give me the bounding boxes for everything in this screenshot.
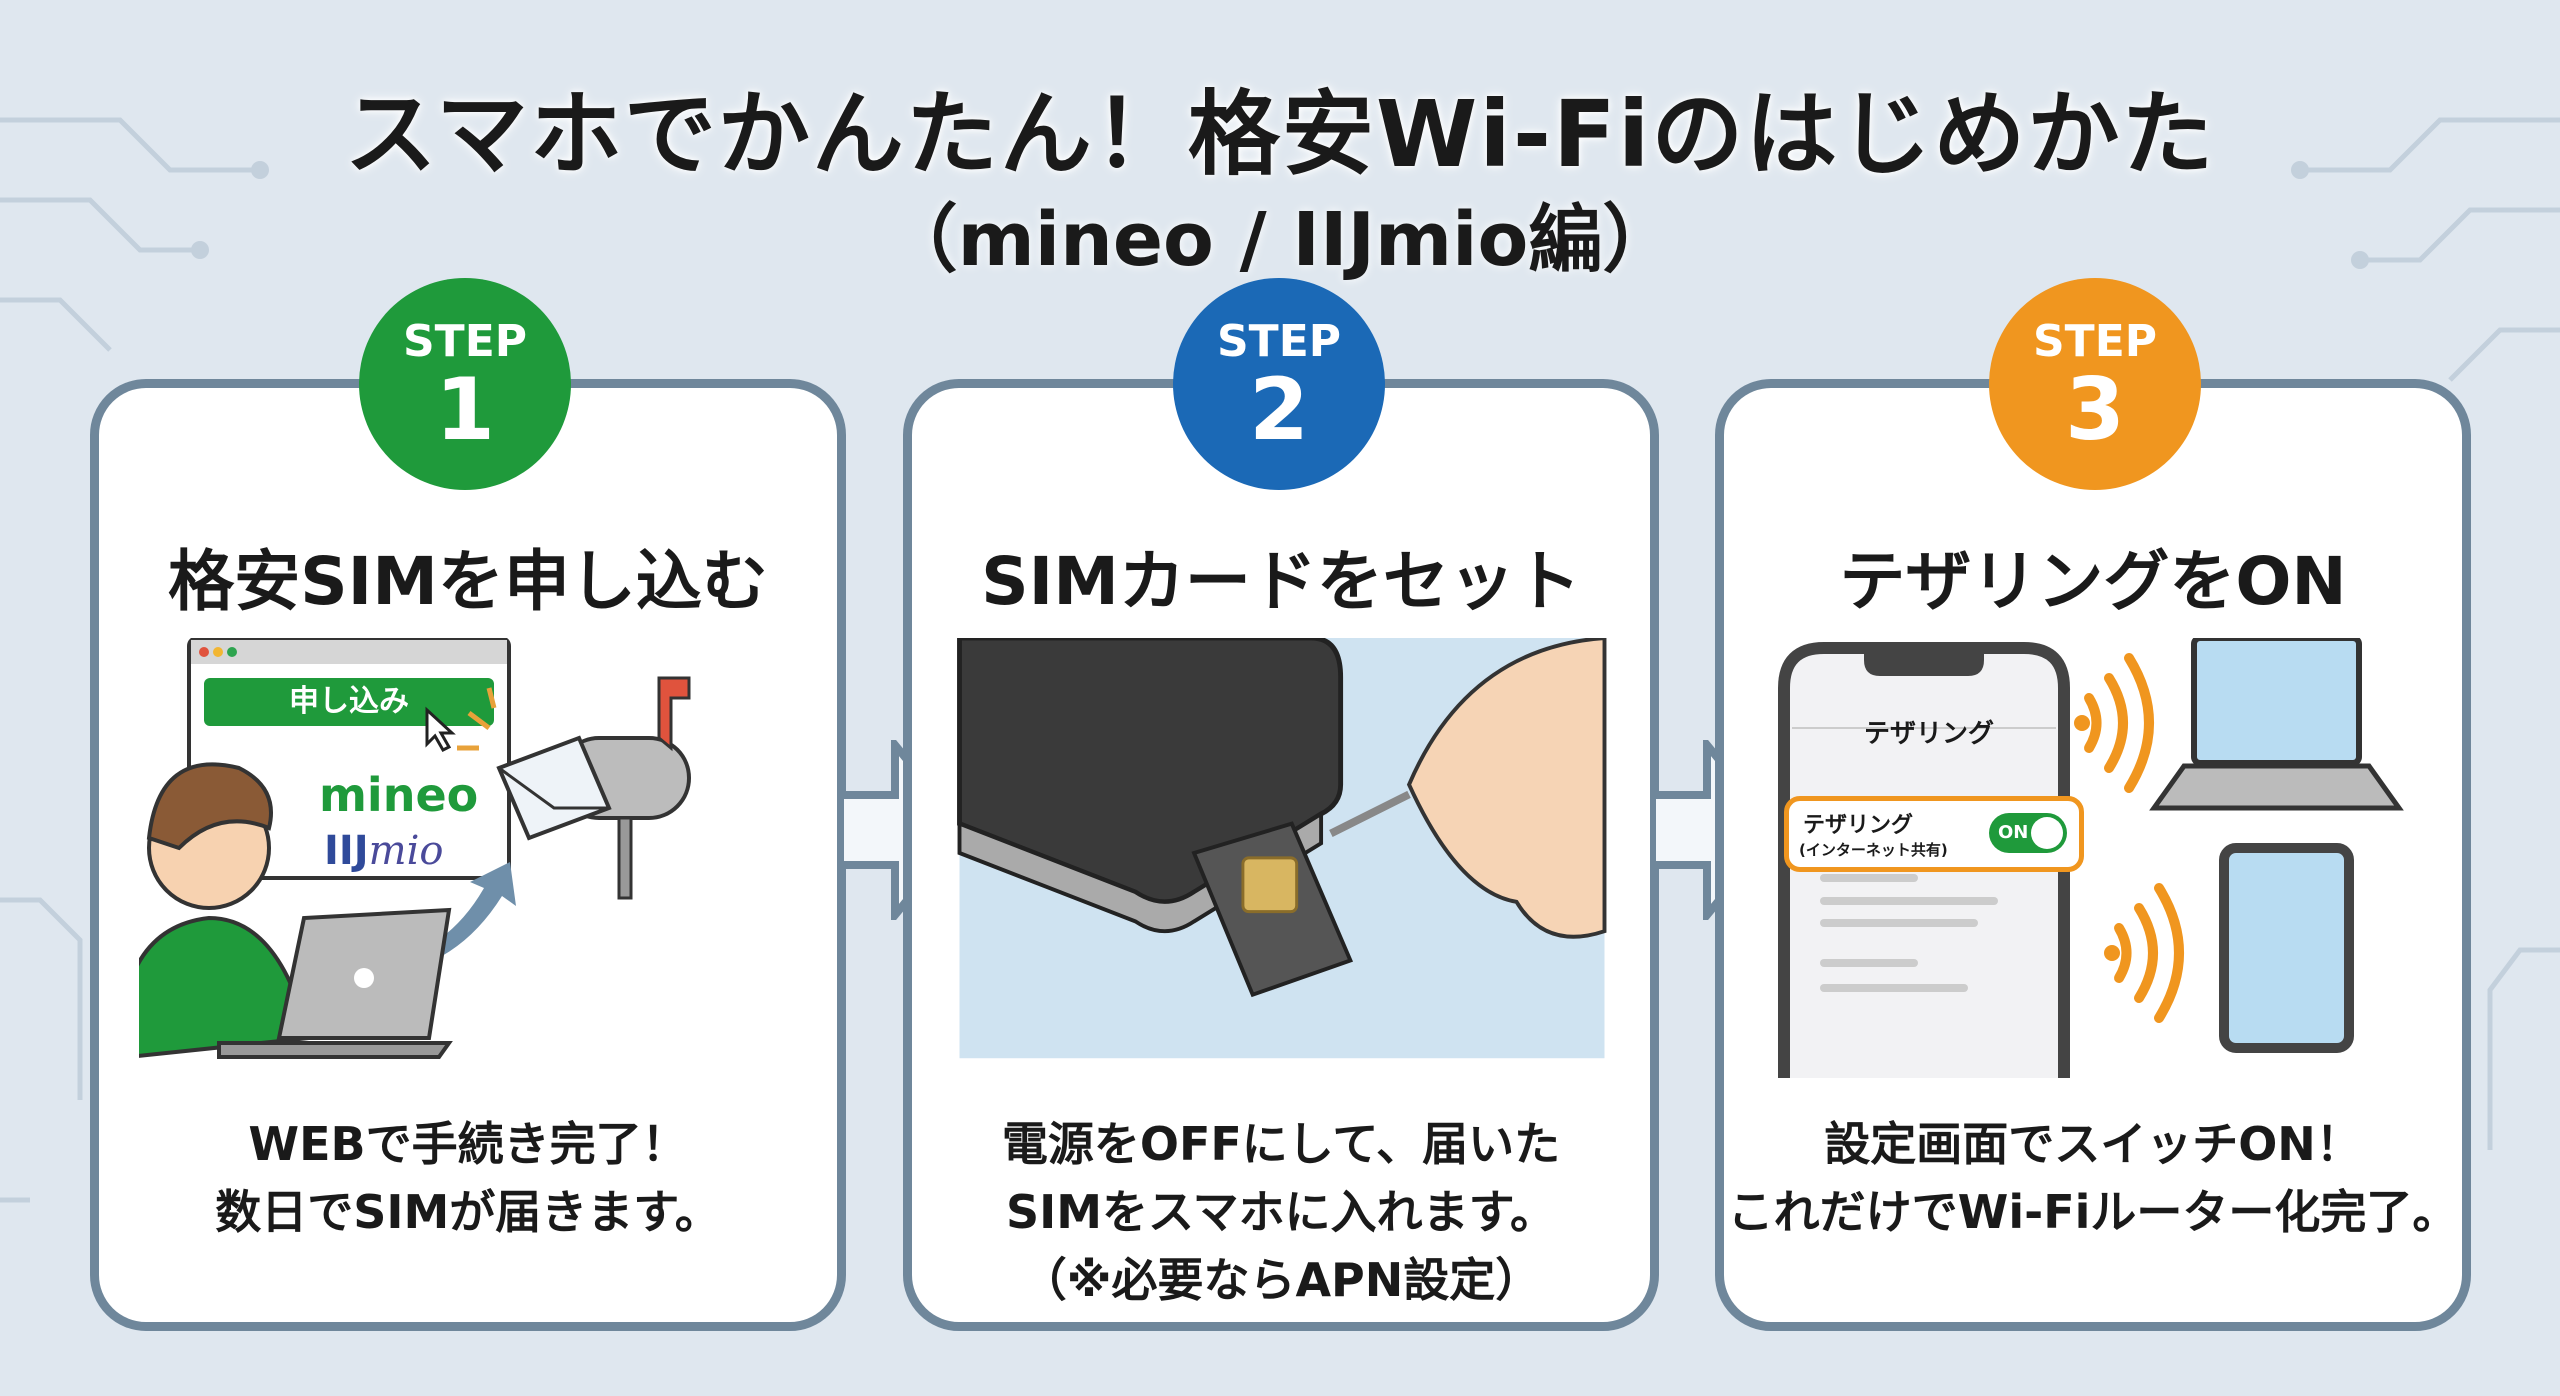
step-3-description: 設定画面でスイッチON！ これだけでWi-Fiルーター化完了。 (1724, 1110, 2462, 1246)
step-1-title: 格安SIMを申し込む (168, 543, 768, 620)
desc-line: 設定画面でスイッチON！ (1824, 1117, 2362, 1171)
step-2-description: 電源をOFFにして、届いた SIMをスマホに入れます。 （※必要ならAPN設定） (912, 1110, 1650, 1314)
step-3-card: テザリングをON テザリング テザリング (インターネット共有) ON 設定画面… (1715, 379, 2471, 1331)
desc-line: 電源をOFFにして、届いた (1001, 1117, 1561, 1171)
mio-text: mio (368, 828, 444, 874)
desc-line: 数日でSIMが届きます。 (215, 1185, 721, 1239)
step-2-title: SIMカードをセット (981, 543, 1581, 620)
desc-line: （※必要ならAPN設定） (1020, 1253, 1542, 1307)
sim-insert-illustration (957, 638, 1607, 1059)
apply-online-illustration (139, 638, 691, 1059)
page-title: スマホでかんたん！格安Wi-Fiのはじめかた (344, 81, 2216, 188)
step-number: 2 (1249, 360, 1309, 460)
screen-title: テザリング (1864, 719, 1995, 749)
step-2-badge: STEP 2 (1173, 278, 1385, 490)
iijmio-logo: IIJmio (324, 828, 443, 874)
mineo-logo: mineo (319, 768, 479, 822)
step-1-card: 格安SIMを申し込む 申し込み mineo IIJmio WEBで手続き完了！ … (90, 379, 846, 1331)
step-1-description: WEBで手続き完了！ 数日でSIMが届きます。 (99, 1110, 837, 1246)
step-1-badge: STEP 1 (359, 278, 571, 490)
desc-line: SIMをスマホに入れます。 (1005, 1185, 1557, 1239)
step-number: 1 (435, 360, 495, 460)
button-apply: 申し込み (289, 684, 409, 719)
toggle-knob (2031, 817, 2063, 849)
desc-line: WEBで手続き完了！ (248, 1117, 688, 1171)
step-label: STEP (2032, 316, 2157, 367)
tethering-toggle[interactable]: ON (1989, 813, 2067, 853)
setting-sublabel: (インターネット共有) (1799, 841, 1948, 859)
step-3-title: テザリングをON (1839, 543, 2347, 620)
desc-line: これだけでWi-Fiルーター化完了。 (1727, 1185, 2459, 1239)
tethering-setting-row: テザリング (インターネット共有) ON (1784, 796, 2084, 872)
step-label: STEP (402, 316, 527, 367)
step-2-card: SIMカードをセット 電源をOFFにして、届いた SIMをスマホに入れます。 （… (903, 379, 1659, 1331)
setting-label: テザリング (1803, 813, 1914, 838)
iij-text: IIJ (324, 828, 369, 874)
toggle-label: ON (1998, 822, 2029, 843)
step-label: STEP (1216, 316, 1341, 367)
page-subtitle: （mineo / IIJmio編） (883, 197, 1677, 283)
step-3-badge: STEP 3 (1989, 278, 2201, 490)
step-number: 3 (2065, 360, 2125, 460)
